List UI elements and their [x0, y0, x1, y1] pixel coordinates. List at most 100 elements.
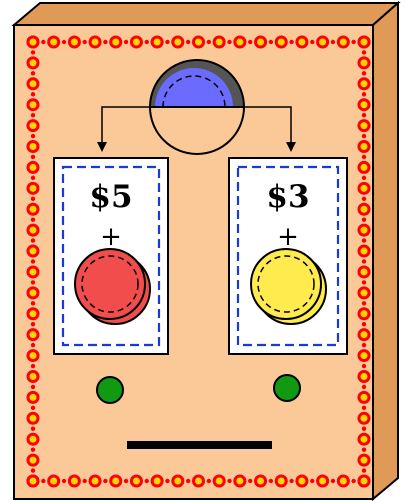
- border-light: [28, 162, 38, 172]
- border-light: [359, 121, 369, 131]
- border-dot: [31, 134, 35, 138]
- border-light: [359, 351, 369, 361]
- border-dot: [41, 40, 45, 44]
- border-light: [194, 37, 204, 47]
- border-light: [90, 476, 100, 486]
- border-dot: [31, 447, 35, 451]
- border-dot: [62, 479, 66, 483]
- border-light: [338, 476, 348, 486]
- border-dot: [145, 40, 149, 44]
- price-label-left: $5: [89, 179, 132, 215]
- border-light: [359, 371, 369, 381]
- border-dot: [362, 217, 366, 221]
- border-light: [28, 413, 38, 423]
- border-dot: [362, 92, 366, 96]
- border-light: [256, 476, 266, 486]
- dispenser-slot[interactable]: [127, 441, 272, 449]
- border-light: [214, 476, 224, 486]
- border-dot: [289, 479, 293, 483]
- border-light: [256, 37, 266, 47]
- border-light: [111, 37, 121, 47]
- border-dot: [31, 385, 35, 389]
- border-dot: [269, 479, 273, 483]
- plus-sign-right: +: [277, 222, 299, 252]
- option-panel-left[interactable]: $5 +: [54, 158, 168, 354]
- border-dot: [186, 479, 190, 483]
- border-dot: [145, 479, 149, 483]
- border-light: [28, 121, 38, 131]
- border-dot: [207, 40, 211, 44]
- border-light: [359, 455, 369, 465]
- border-light: [28, 100, 38, 110]
- border-dot: [351, 479, 355, 483]
- border-light: [359, 267, 369, 277]
- border-light: [28, 204, 38, 214]
- border-dot: [31, 280, 35, 284]
- border-dot: [31, 176, 35, 180]
- border-dot: [31, 468, 35, 472]
- border-light: [276, 37, 286, 47]
- border-light: [359, 162, 369, 172]
- indicator-light-left: [97, 377, 123, 403]
- border-light: [359, 79, 369, 89]
- indicator-light-right: [274, 375, 300, 401]
- border-dot: [31, 113, 35, 117]
- border-dot: [124, 40, 128, 44]
- price-label-right: $3: [266, 179, 309, 215]
- border-light: [28, 455, 38, 465]
- border-light: [276, 476, 286, 486]
- border-dot: [227, 40, 231, 44]
- border-dot: [83, 40, 87, 44]
- border-light: [28, 309, 38, 319]
- border-light: [359, 330, 369, 340]
- border-light: [359, 309, 369, 319]
- border-dot: [31, 322, 35, 326]
- border-dot: [31, 238, 35, 242]
- border-light: [28, 371, 38, 381]
- border-dot: [310, 479, 314, 483]
- border-light: [49, 37, 59, 47]
- machine-top: [14, 3, 398, 25]
- border-dot: [362, 71, 366, 75]
- coin-slot[interactable]: [150, 60, 244, 154]
- border-light: [359, 225, 369, 235]
- border-light: [49, 476, 59, 486]
- border-dot: [31, 343, 35, 347]
- border-light: [28, 476, 38, 486]
- border-dot: [362, 50, 366, 54]
- border-dot: [124, 479, 128, 483]
- border-dot: [362, 468, 366, 472]
- border-light: [359, 183, 369, 193]
- border-light: [359, 37, 369, 47]
- border-light: [28, 225, 38, 235]
- border-dot: [62, 40, 66, 44]
- border-light: [69, 476, 79, 486]
- border-dot: [331, 479, 335, 483]
- option-panel-right[interactable]: $3 +: [229, 158, 347, 354]
- border-dot: [362, 447, 366, 451]
- border-dot: [362, 280, 366, 284]
- border-dot: [362, 134, 366, 138]
- border-dot: [362, 113, 366, 117]
- border-dot: [248, 479, 252, 483]
- border-light: [131, 37, 141, 47]
- border-dot: [165, 40, 169, 44]
- border-dot: [103, 479, 107, 483]
- border-dot: [310, 40, 314, 44]
- border-light: [28, 288, 38, 298]
- border-light: [28, 246, 38, 256]
- border-dot: [362, 259, 366, 263]
- border-light: [359, 434, 369, 444]
- border-light: [152, 37, 162, 47]
- border-light: [28, 79, 38, 89]
- border-dot: [31, 71, 35, 75]
- border-dot: [362, 322, 366, 326]
- border-light: [28, 58, 38, 68]
- border-light: [28, 434, 38, 444]
- border-light: [28, 330, 38, 340]
- border-light: [359, 142, 369, 152]
- border-light: [28, 37, 38, 47]
- border-dot: [362, 385, 366, 389]
- border-light: [235, 476, 245, 486]
- border-light: [173, 37, 183, 47]
